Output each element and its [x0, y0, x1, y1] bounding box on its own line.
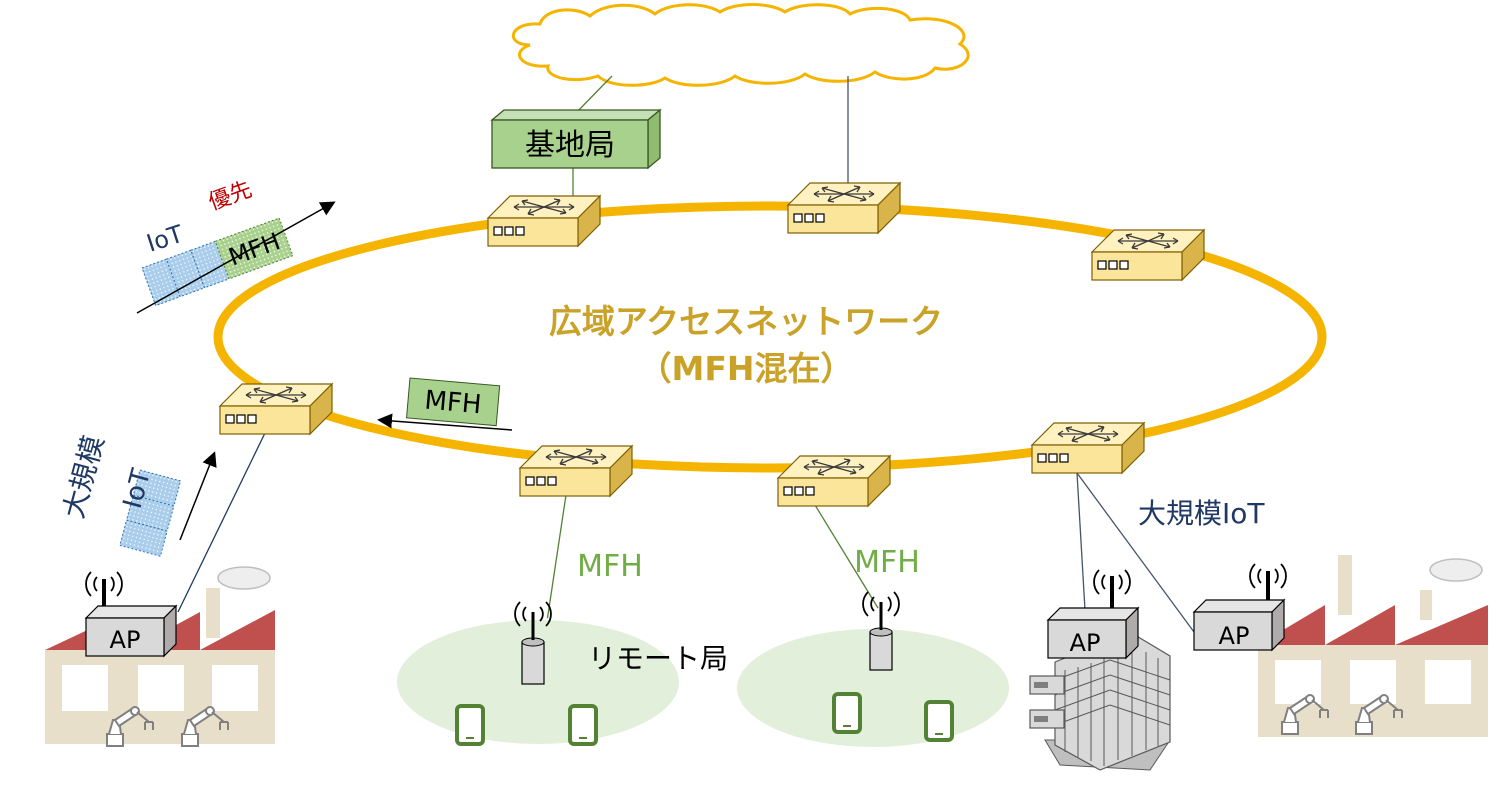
- switch-icon: [519, 445, 633, 497]
- remote-station-label: リモート局: [588, 642, 728, 675]
- switch-icon: [1091, 229, 1205, 281]
- base-station-label: 基地局: [525, 128, 615, 163]
- large-iot-arrow: [179, 451, 217, 541]
- smartphone-icon: [924, 700, 954, 742]
- antenna-icon: [514, 601, 552, 685]
- factory-icon: [1258, 555, 1488, 737]
- ap-label: AP: [1070, 629, 1101, 657]
- mfh-label-left: MFH: [577, 549, 643, 584]
- switch-icon: [1031, 422, 1145, 474]
- packet-arrow: [136, 201, 336, 314]
- building-icon: [1044, 631, 1171, 771]
- switch-icon: [777, 455, 891, 507]
- large-iot-vertical-1: 大規模: [57, 432, 111, 522]
- ap-device: AP: [85, 571, 177, 657]
- base-station: 基地局: [490, 108, 662, 170]
- smartphone-icon: [568, 704, 598, 746]
- large-iot-packets: [119, 469, 182, 557]
- smartphone-icon: [832, 692, 862, 734]
- antenna-icon: [862, 591, 900, 671]
- ap-label: AP: [1219, 622, 1250, 650]
- switch-icon: [487, 195, 601, 247]
- factory-icon: [45, 566, 275, 744]
- network-ring: [213, 201, 1327, 473]
- priority-packets: MFH: [141, 217, 294, 307]
- server-icon: [1029, 675, 1065, 729]
- network-title: 広域アクセスネットワーク: [549, 302, 943, 341]
- ap-device: AP: [1193, 563, 1287, 651]
- smartphone-icon: [455, 704, 485, 746]
- ap-device: AP: [1047, 569, 1139, 659]
- mfh-packet: MFH: [405, 377, 501, 427]
- mfh-label-right: MFH: [854, 545, 920, 580]
- cloud-icon: [511, 3, 970, 87]
- mfh-arrow: [377, 413, 513, 431]
- priority-label: 優先: [206, 177, 256, 216]
- large-iot-label: 大規模IoT: [1138, 497, 1265, 530]
- network-subtitle: （MFH混在）: [639, 349, 854, 388]
- connection-lines: [177, 75, 1195, 633]
- switch-icon: [219, 383, 333, 435]
- mfh-packet-label: MFH: [423, 385, 482, 420]
- switch-icon: [787, 182, 901, 234]
- ap-label: AP: [110, 626, 141, 654]
- iot-label: IoT: [143, 220, 187, 258]
